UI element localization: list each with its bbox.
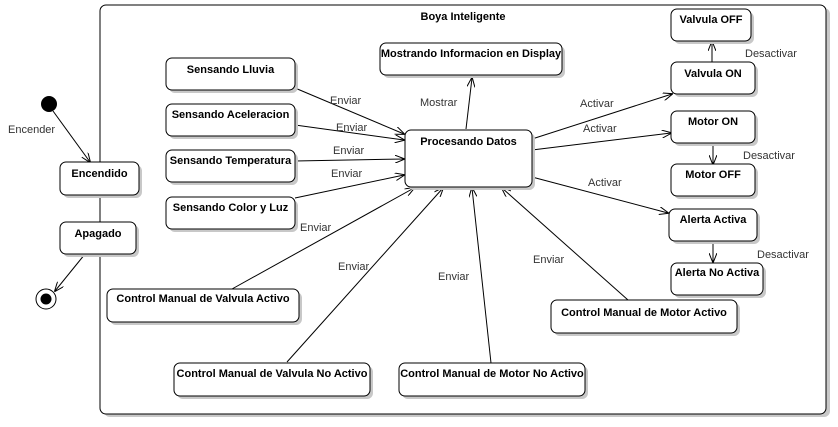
state-label: Encendido [71, 168, 128, 180]
state-label: Apagado [74, 228, 121, 240]
state-valvula-on[interactable]: Valvula ON [670, 61, 758, 97]
transitions [52, 42, 713, 364]
state-label: Alerta No Activa [675, 267, 760, 279]
state-valvula-off[interactable]: Valvula OFF [670, 8, 754, 44]
state-label: Control Manual de Motor Activo [561, 307, 727, 319]
state-ctrl-motor-no-activo[interactable]: Control Manual de Motor No Activo [398, 362, 588, 399]
label-activar-motor: Activar [583, 123, 617, 135]
label-enviar-ctrl-valvula-no-activo: Enviar [338, 261, 370, 273]
label-encender: Encender [8, 124, 55, 136]
edge-activar-valvula[interactable] [531, 94, 672, 140]
label-activar-alerta: Activar [588, 177, 622, 189]
container-title: Boya Inteligente [421, 11, 506, 23]
state-sensando-lluvia[interactable]: Sensando Lluvia [165, 57, 298, 93]
label-enviar-ctrl-motor-no-activo: Enviar [438, 271, 470, 283]
initial-state[interactable] [41, 96, 57, 112]
label-enviar-temperatura: Enviar [333, 145, 365, 157]
label-enviar-color-luz: Enviar [331, 168, 363, 180]
edge-activar-motor[interactable] [531, 133, 671, 151]
state-encendido[interactable]: Encendido [59, 161, 142, 198]
edge-aceleracion[interactable] [294, 124, 404, 140]
label-enviar-lluvia: Enviar [330, 95, 362, 107]
state-label: Motor OFF [685, 169, 741, 181]
state-mostrando-display[interactable]: Mostrando Informacion en Display [379, 42, 565, 78]
edge-ctrl-motor-activo[interactable] [502, 188, 629, 301]
state-ctrl-valvula-activo[interactable]: Control Manual de Valvula Activo [106, 288, 302, 325]
edge-activar-alerta[interactable] [531, 176, 668, 213]
label-activar-valvula: Activar [580, 98, 614, 110]
state-label: Sensando Temperatura [170, 155, 292, 167]
label-desactivar-alerta: Desactivar [757, 249, 809, 261]
state-sensando-temperatura[interactable]: Sensando Temperatura [165, 149, 298, 185]
state-sensando-color-luz[interactable]: Sensando Color y Luz [165, 196, 298, 232]
state-label: Sensando Lluvia [187, 64, 275, 76]
state-ctrl-motor-activo[interactable]: Control Manual de Motor Activo [550, 299, 740, 336]
state-alerta-activa[interactable]: Alerta Activa [668, 208, 760, 244]
final-state[interactable] [35, 288, 57, 310]
edge-ctrl-motor-no-activo[interactable] [472, 188, 492, 364]
state-motor-off[interactable]: Motor OFF [670, 163, 758, 199]
state-label: Sensando Color y Luz [173, 202, 289, 214]
state-sensando-aceleracion[interactable]: Sensando Aceleracion [165, 103, 298, 139]
state-alerta-no-activa[interactable]: Alerta No Activa [670, 262, 766, 298]
state-apagado[interactable]: Apagado [59, 221, 139, 257]
state-label: Procesando Datos [420, 136, 517, 148]
state-label: Control Manual de Valvula Activo [116, 293, 289, 305]
label-enviar-ctrl-motor-activo: Enviar [533, 254, 565, 266]
edge-mostrar[interactable] [465, 78, 472, 130]
label-enviar-aceleracion: Enviar [336, 122, 368, 134]
state-ctrl-valvula-no-activo[interactable]: Control Manual de Valvula No Activo [173, 362, 373, 399]
edge-ctrl-valvula-activo[interactable] [231, 188, 414, 290]
state-label: Sensando Aceleracion [172, 109, 290, 121]
state-label: Control Manual de Motor No Activo [400, 368, 584, 380]
label-desactivar-valvula: Desactivar [745, 48, 797, 60]
edge-lluvia[interactable] [294, 87, 404, 134]
state-motor-on[interactable]: Motor ON [670, 110, 758, 146]
state-procesando-datos[interactable]: Procesando Datos [404, 129, 535, 190]
state-label: Alerta Activa [680, 214, 748, 226]
state-label: Mostrando Informacion en Display [381, 48, 562, 60]
label-desactivar-motor: Desactivar [743, 150, 795, 162]
state-label: Control Manual de Valvula No Activo [177, 368, 368, 380]
edge-apagar[interactable] [55, 253, 86, 291]
edge-color-luz[interactable] [294, 175, 404, 199]
edge-encender[interactable] [52, 110, 90, 162]
transition-labels: Encender Enviar Enviar Enviar Enviar Mos… [8, 48, 809, 283]
label-enviar-ctrl-valvula-activo: Enviar [300, 222, 332, 234]
label-mostrar: Mostrar [420, 97, 458, 109]
edge-temperatura[interactable] [294, 159, 404, 161]
state-label: Valvula OFF [680, 14, 743, 26]
state-label: Valvula ON [684, 68, 742, 80]
edge-ctrl-valvula-no-activo[interactable] [286, 188, 443, 363]
state-label: Motor ON [688, 116, 738, 128]
